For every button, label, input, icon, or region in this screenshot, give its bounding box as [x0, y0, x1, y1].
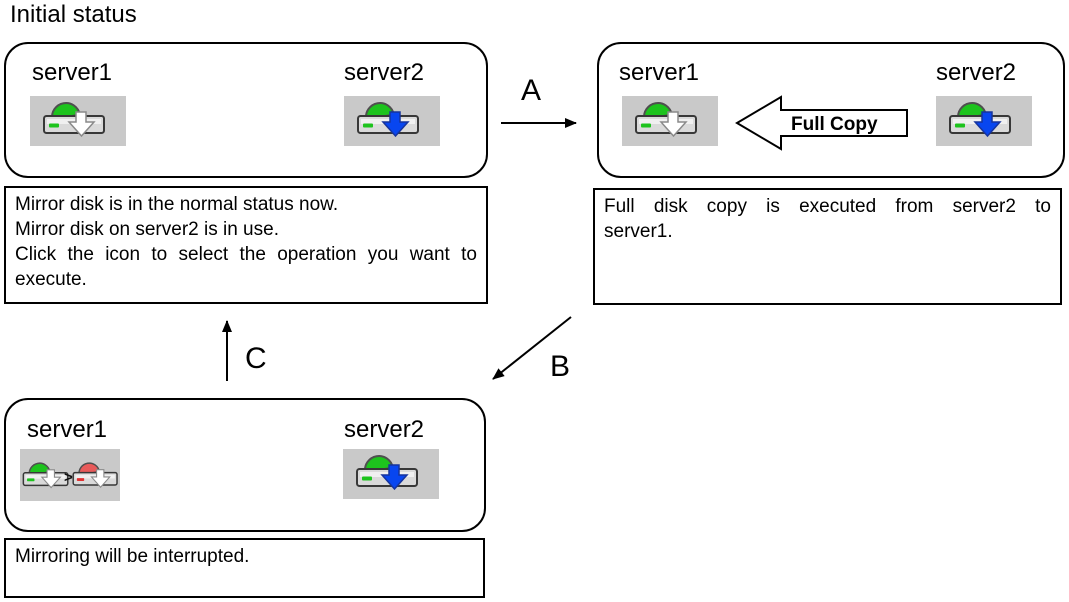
server1-label: server1 [32, 59, 113, 86]
state-box-full-copy: server1 Full Copy server2 [597, 42, 1065, 178]
mirror-disk-active-icon[interactable] [344, 96, 440, 146]
note-line: Mirroring will be interrupted. [15, 546, 250, 567]
server2-label: server2 [936, 59, 1017, 86]
note-box-full-copy: Full disk copy is executed from server2 … [593, 188, 1062, 305]
transition-chevron: > [64, 469, 73, 486]
note-line: server1. [604, 221, 673, 242]
page-title: Initial status [10, 1, 137, 28]
mirror-disk-green-to-red-icon[interactable]: > [20, 449, 120, 501]
note-line: Mirror disk is in the normal status now. [15, 194, 339, 215]
state-box-initial: server1 server2 [4, 42, 488, 178]
left-block-arrow-shape [735, 95, 908, 151]
note-box-interrupted: Mirroring will be interrupted. [4, 538, 485, 598]
server2-label: server2 [344, 59, 425, 86]
mirror-disk-normal-icon[interactable] [622, 96, 718, 146]
mirror-disk-normal-icon[interactable] [30, 96, 126, 146]
transition-label-c: C [245, 342, 267, 375]
mirror-disk-active-icon[interactable] [343, 449, 439, 499]
state-box-interrupted: server1 > server2 [4, 398, 486, 532]
note-line: execute. [15, 269, 87, 290]
transition-label-a: A [521, 74, 542, 107]
transition-label-b: B [550, 350, 571, 383]
full-copy-block-arrow: Full Copy [735, 95, 908, 151]
server2-label: server2 [344, 416, 425, 443]
server1-label: server1 [27, 416, 108, 443]
note-line: Mirror disk on server2 is in use. [15, 219, 279, 240]
full-copy-label: Full Copy [791, 114, 878, 135]
note-line: Click the icon to select the operation y… [15, 244, 477, 265]
note-line: Full disk copy is executed from server2 … [604, 196, 1051, 217]
server1-label: server1 [619, 59, 700, 86]
note-box-initial: Mirror disk is in the normal status now.… [4, 186, 488, 304]
mirror-disk-active-icon[interactable] [936, 96, 1032, 146]
